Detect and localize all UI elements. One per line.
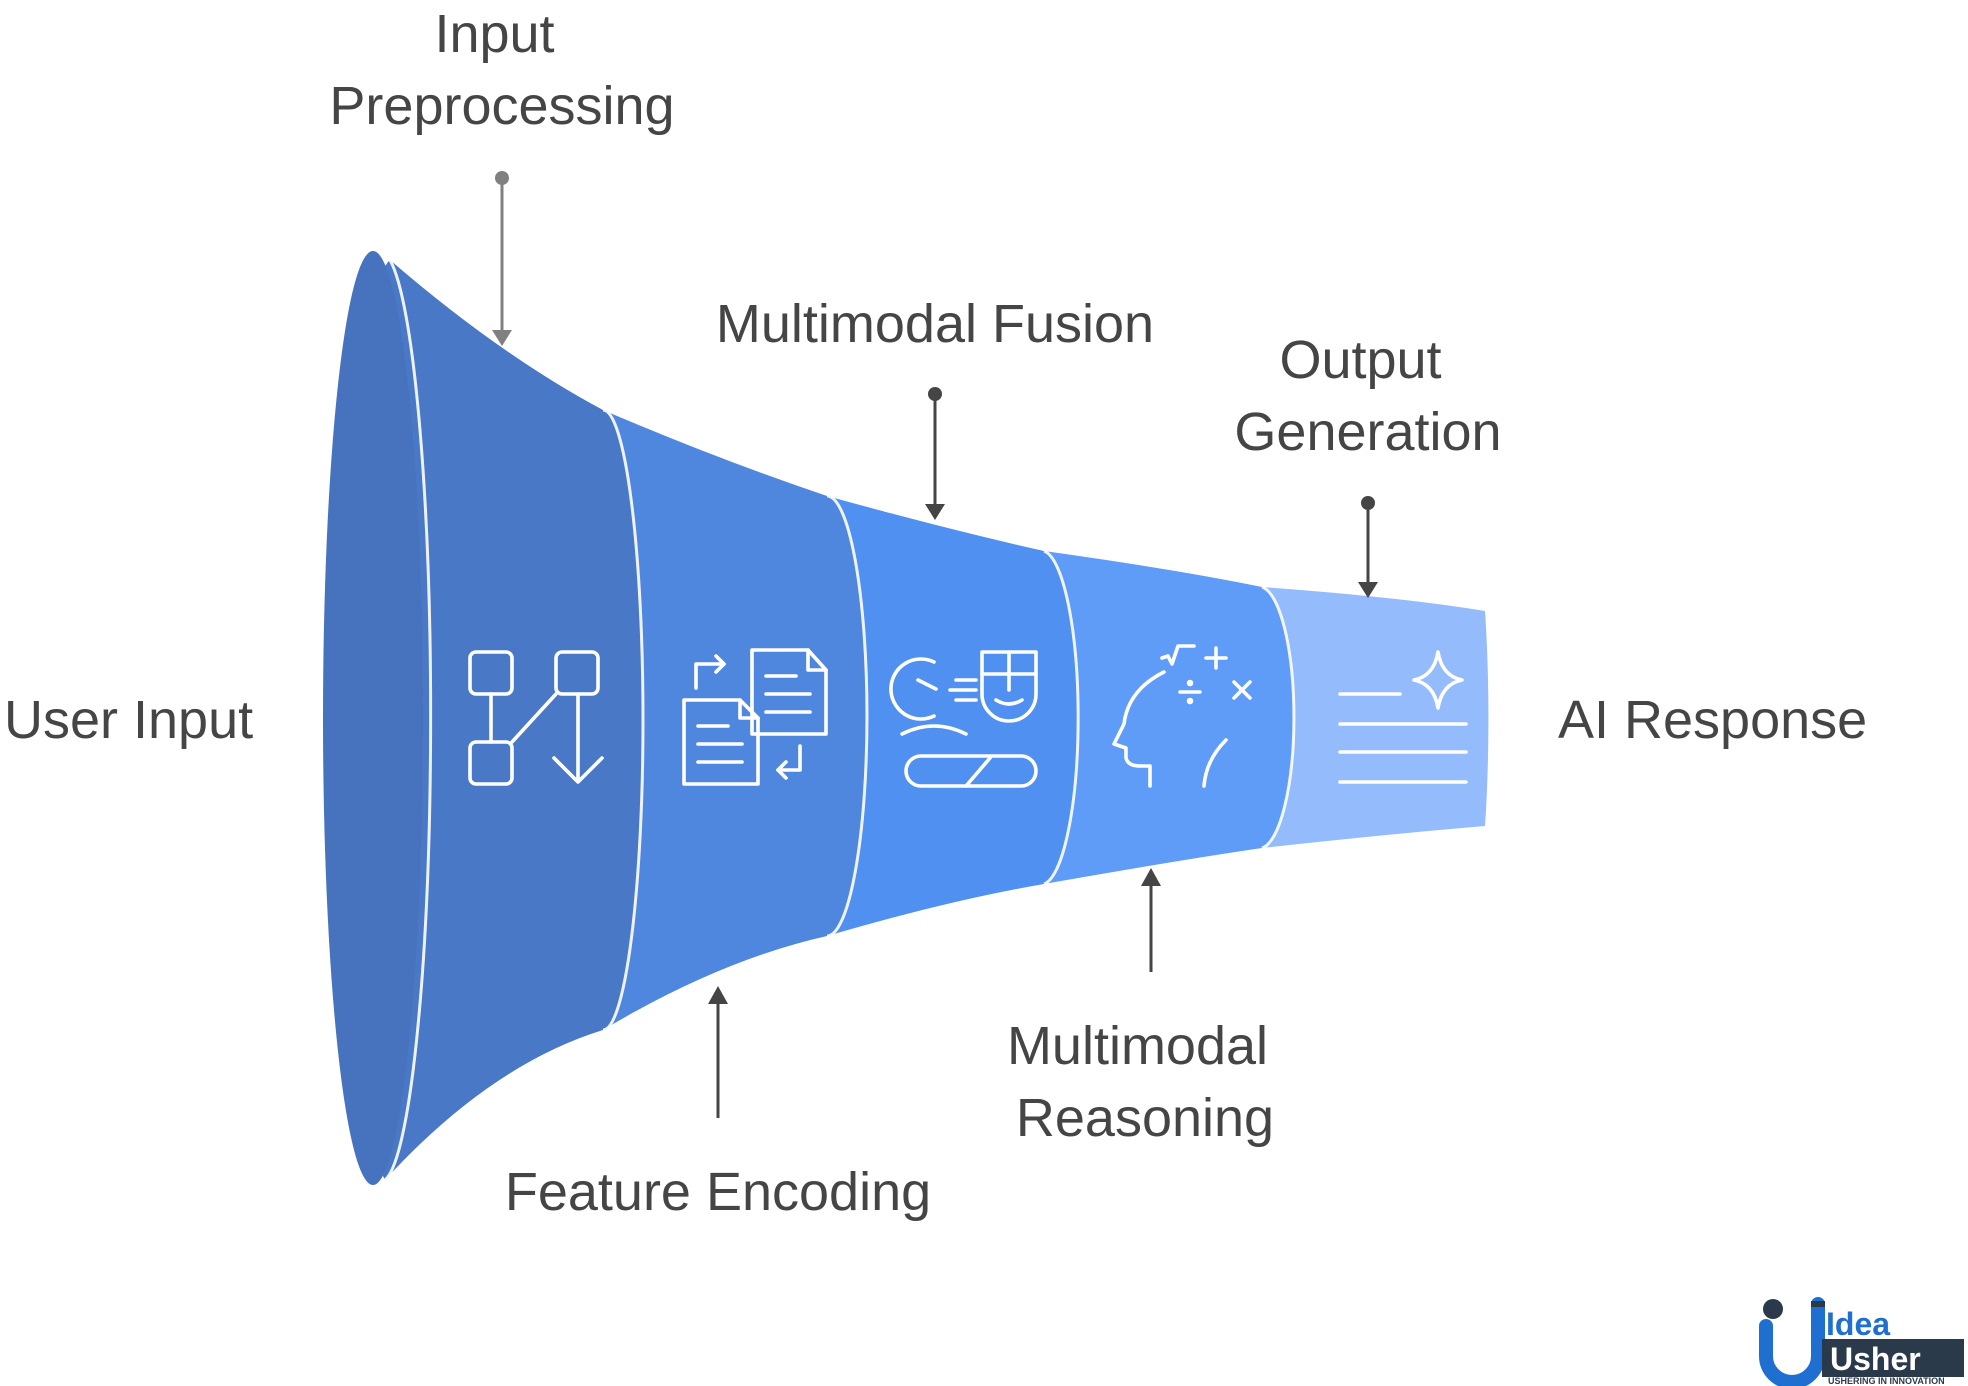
callout-feature-encoding (708, 986, 728, 1118)
stage-label-multimodal-fusion: Multimodal Fusion (716, 294, 1154, 354)
user-input-label: User Input (4, 690, 253, 750)
segment-multimodal-fusion (827, 496, 1079, 936)
callout-multimodal-fusion (925, 387, 945, 520)
segment-input-preprocessing (344, 260, 643, 1180)
callout-multimodal-reasoning (1141, 868, 1161, 972)
face-merge-icon (889, 650, 1038, 788)
logo-word-idea: Idea (1826, 1306, 1890, 1342)
logo-word-usher: Usher (1830, 1341, 1921, 1377)
logo-usher-band (1822, 1339, 1964, 1377)
funnel-mouth (323, 251, 423, 1185)
segment-multimodal-reasoning (1044, 551, 1294, 884)
callout-input-preprocessing (492, 171, 512, 346)
sparkle-text-icon (1338, 650, 1468, 784)
callout-output-generation (1358, 496, 1378, 598)
stage-label-output-generation: Output Generation (1234, 330, 1501, 462)
head-math-icon (1112, 644, 1252, 788)
ai-response-label: AI Response (1558, 690, 1867, 750)
stage-label-multimodal-reasoning: Multimodal Reasoning (1007, 1016, 1283, 1148)
segment-output-generation (1262, 587, 1489, 848)
ideausher-logo: Idea Usher USHERING IN INNOVATION (1759, 1297, 1964, 1386)
segment-feature-encoding (603, 410, 867, 1030)
flowchart-icon (468, 650, 604, 786)
logo-tagline: USHERING IN INNOVATION (1828, 1376, 1945, 1386)
stage-label-input-preprocessing: Input Preprocessing (329, 4, 674, 136)
document-transfer-icon (682, 648, 828, 786)
segment-dividers (384, 259, 1296, 1182)
stage-label-feature-encoding: Feature Encoding (505, 1162, 931, 1222)
